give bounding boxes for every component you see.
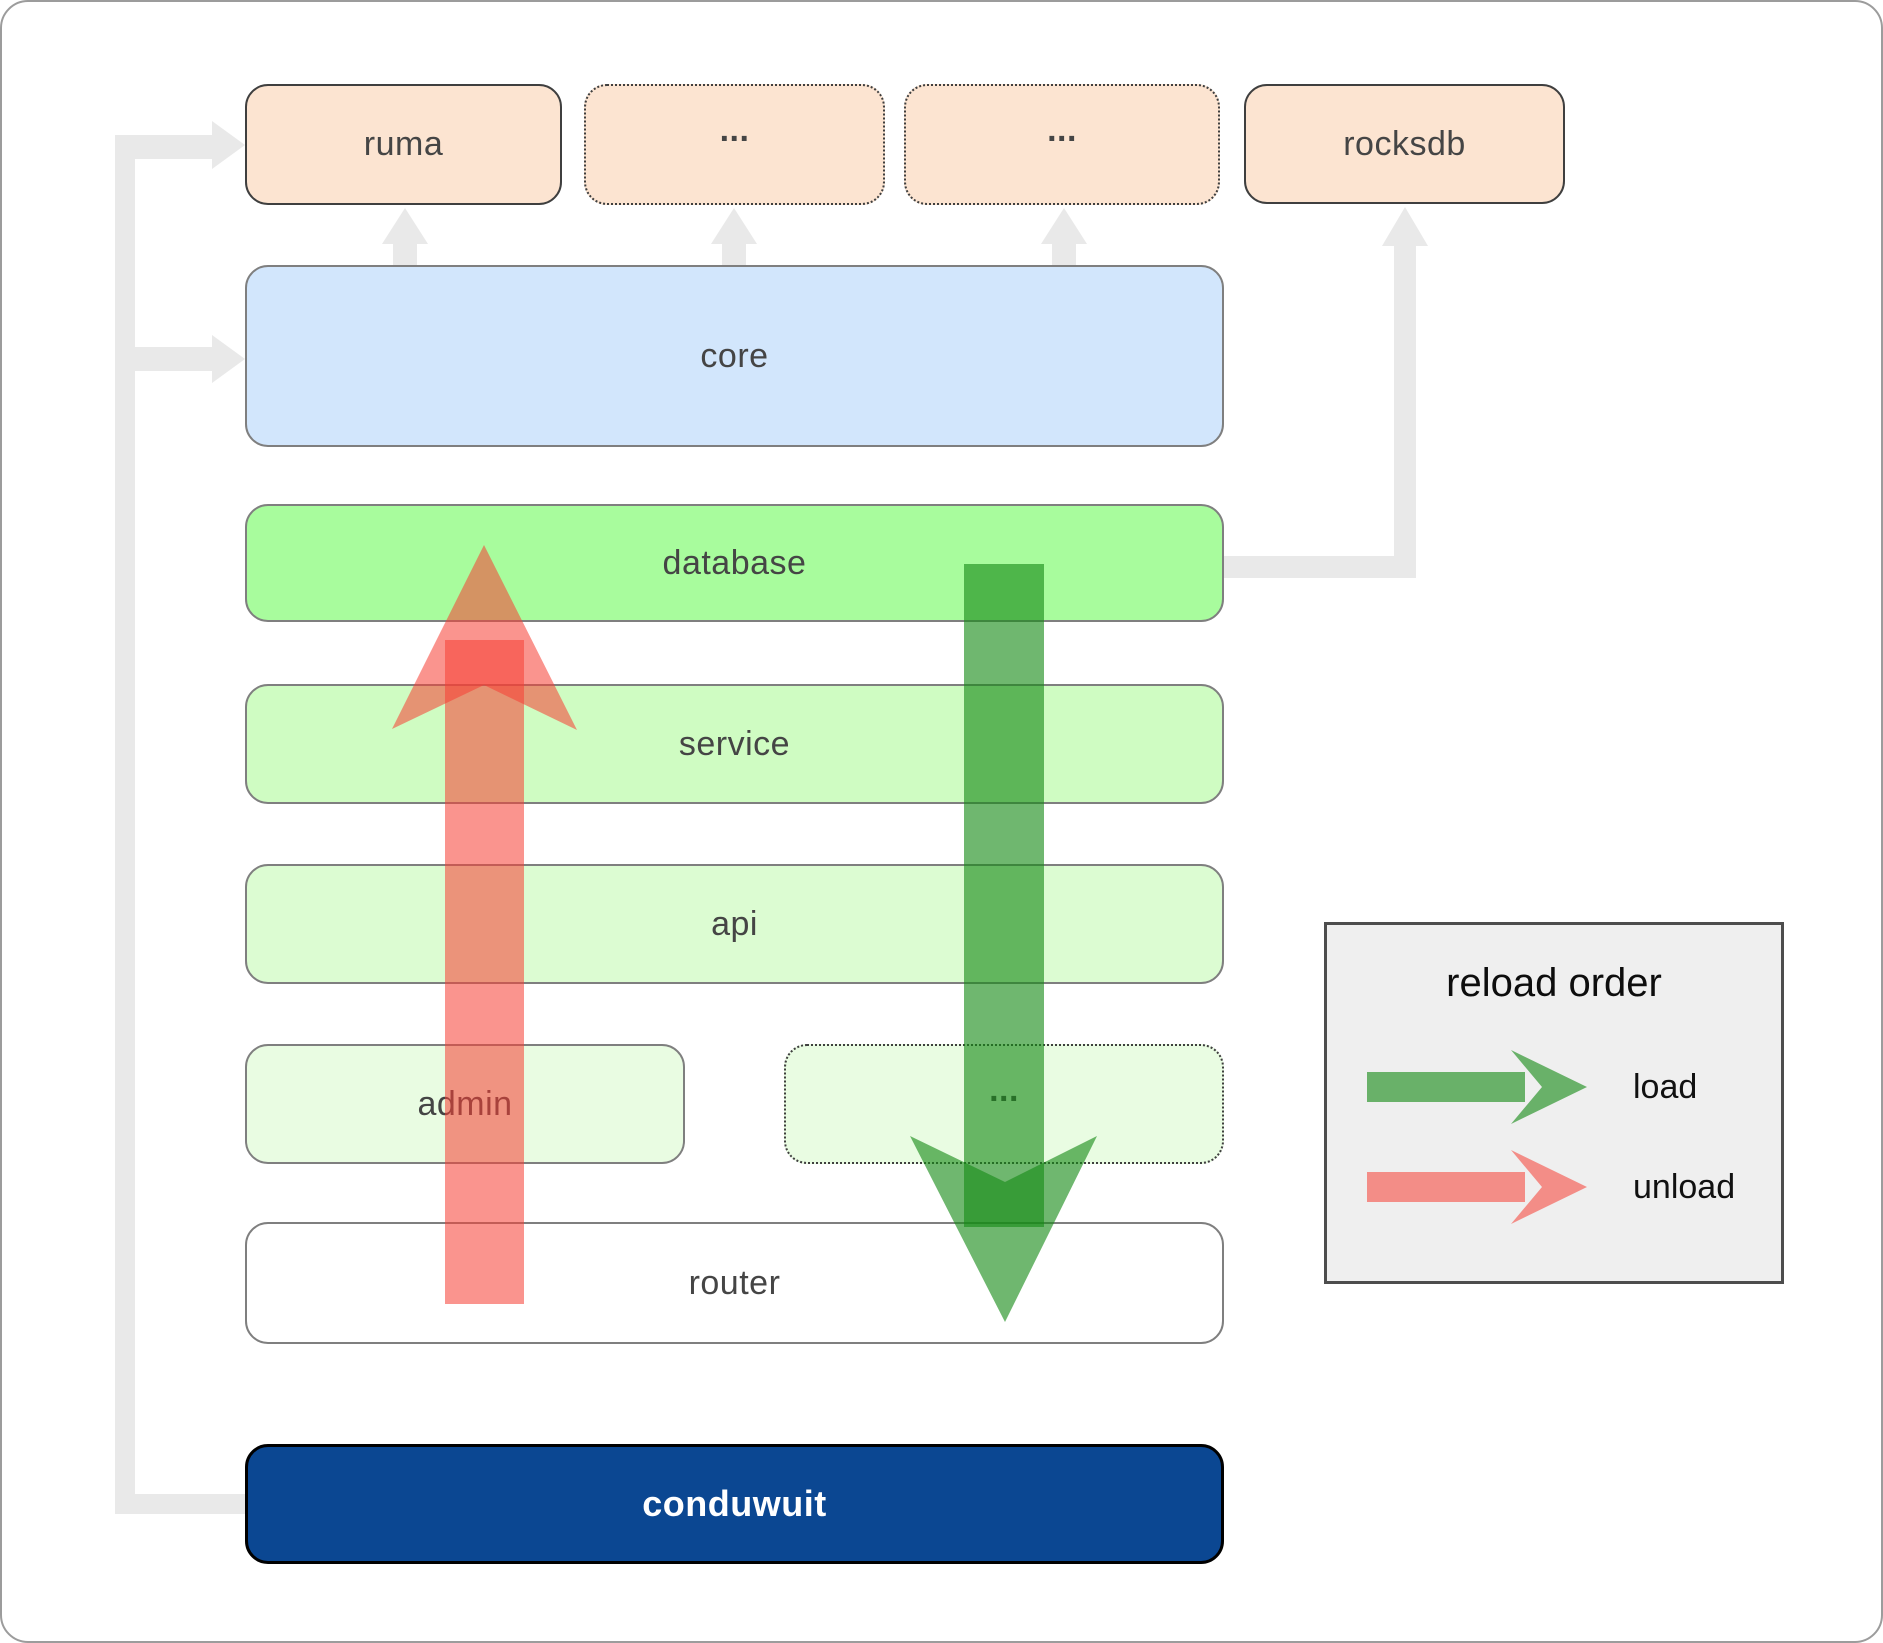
connector-core-ext1 bbox=[722, 240, 746, 267]
connector-ruma-branch bbox=[133, 135, 212, 159]
box-database-label: database bbox=[662, 543, 807, 582]
box-external-2-label: ... bbox=[1047, 111, 1077, 149]
load-arrow-icon bbox=[1367, 1050, 1587, 1124]
legend-row-unload: unload bbox=[1347, 1147, 1735, 1227]
arrowhead-into-rocksdb bbox=[1382, 207, 1428, 246]
arrowhead-core-ruma bbox=[382, 208, 428, 244]
box-admin: admin bbox=[245, 1044, 685, 1164]
legend-row-load: load bbox=[1347, 1047, 1697, 1127]
box-rocksdb: rocksdb bbox=[1244, 84, 1565, 204]
connector-rocksdb-vertical bbox=[1394, 242, 1416, 578]
box-core: core bbox=[245, 265, 1224, 447]
box-core-label: core bbox=[700, 336, 769, 375]
arrowhead-core-ext1 bbox=[711, 208, 757, 244]
arrowhead-into-core bbox=[212, 335, 245, 383]
connector-database-horizontal bbox=[1224, 556, 1416, 578]
box-router: router bbox=[245, 1222, 1224, 1344]
box-admin-label: admin bbox=[417, 1084, 513, 1123]
box-external-2: ... bbox=[904, 84, 1220, 205]
unload-arrow-icon bbox=[1367, 1150, 1587, 1224]
box-api-label: api bbox=[711, 904, 758, 943]
box-service: service bbox=[245, 684, 1224, 804]
legend-load-label: load bbox=[1633, 1067, 1698, 1106]
box-conduwuit: conduwuit bbox=[245, 1444, 1224, 1564]
legend-unload-label: unload bbox=[1633, 1167, 1736, 1206]
box-ruma-label: ruma bbox=[363, 125, 444, 163]
legend: reload order load unload bbox=[1324, 922, 1784, 1284]
box-service-label: service bbox=[678, 724, 791, 763]
box-conduwuit-label: conduwuit bbox=[642, 1483, 827, 1524]
box-database: database bbox=[245, 504, 1224, 622]
connector-left-vertical bbox=[115, 135, 135, 1514]
box-ruma: ruma bbox=[245, 84, 562, 205]
connector-core-ext2 bbox=[1052, 240, 1076, 267]
box-external-1-label: ... bbox=[719, 111, 750, 149]
connector-core-branch bbox=[133, 347, 212, 371]
box-router-label: router bbox=[688, 1263, 781, 1302]
connector-core-ruma bbox=[393, 240, 417, 267]
box-external-3-label: ... bbox=[989, 1070, 1019, 1109]
box-external-3: ... bbox=[784, 1044, 1224, 1164]
legend-title: reload order bbox=[1446, 961, 1662, 1005]
box-rocksdb-label: rocksdb bbox=[1343, 124, 1466, 163]
box-external-1: ... bbox=[584, 84, 885, 205]
box-api: api bbox=[245, 864, 1224, 984]
arrowhead-into-ruma bbox=[212, 121, 245, 169]
arrowhead-core-ext2 bbox=[1041, 208, 1087, 244]
connector-conduwuit-horizontal bbox=[115, 1494, 245, 1514]
